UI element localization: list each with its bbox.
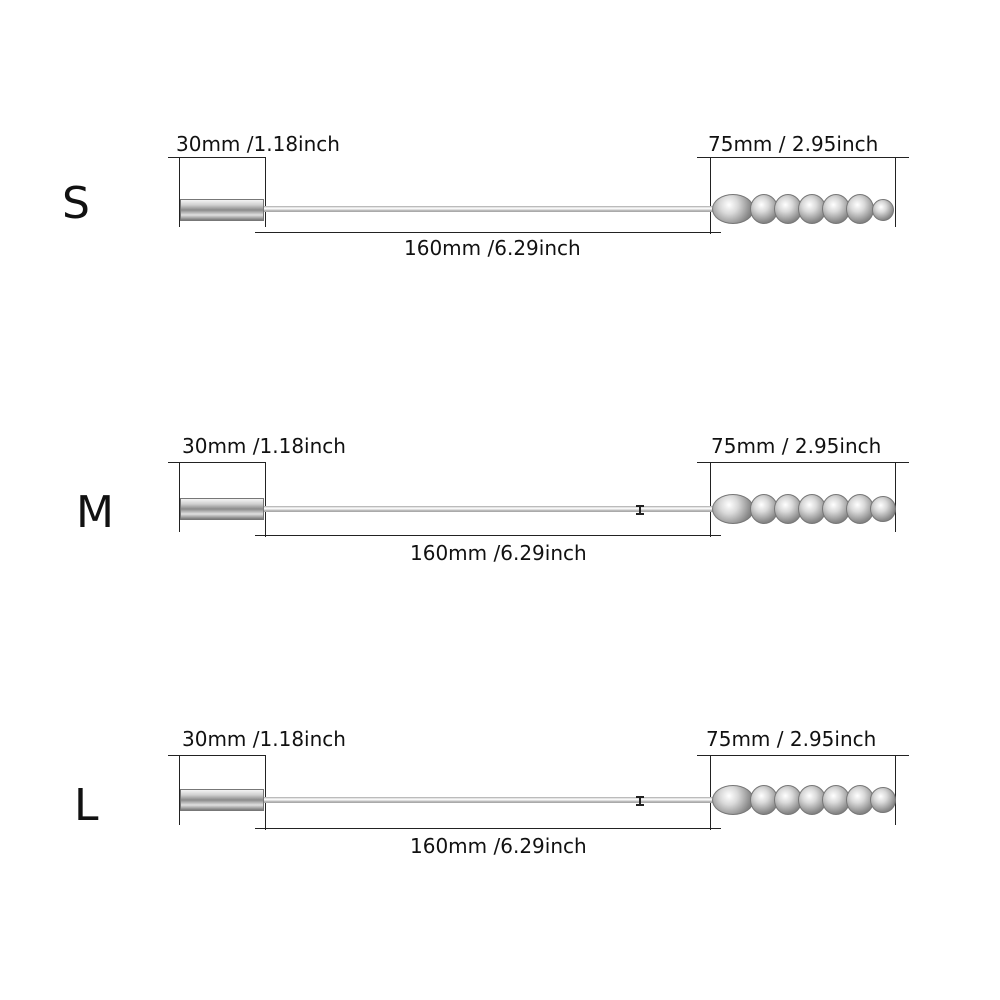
tip-bead — [872, 199, 894, 221]
handle — [180, 789, 264, 811]
tip-bead — [870, 496, 896, 522]
variant-s: S 30mm /1.18inch 75mm / 2.95inch 160mm /… — [0, 120, 1000, 280]
tip-bead — [846, 194, 874, 224]
handle-length-label: 30mm /1.18inch — [182, 727, 346, 751]
size-label: L — [74, 780, 99, 831]
tip-bead — [712, 194, 754, 224]
handle-dimension-top — [168, 755, 266, 756]
rod-length-label: 160mm /6.29inch — [410, 834, 587, 858]
tip-dimension-right — [895, 755, 896, 825]
rod-length-label: 160mm /6.29inch — [404, 236, 581, 260]
tip-dimension-left — [710, 462, 711, 537]
handle-length-label: 30mm /1.18inch — [176, 132, 340, 156]
tip-bead — [774, 194, 802, 224]
tip-bead — [822, 194, 850, 224]
handle — [180, 199, 264, 221]
tip-length-label: 75mm / 2.95inch — [711, 434, 882, 458]
tip-bead — [712, 494, 754, 524]
tip-dimension-left — [710, 157, 711, 234]
tip-dimension-right — [895, 462, 896, 532]
rod-length-label: 160mm /6.29inch — [410, 541, 587, 565]
tip-dimension-top — [697, 157, 909, 158]
tip-bead — [846, 494, 874, 524]
handle-dimension-right — [265, 157, 266, 227]
handle — [180, 498, 264, 520]
tip-bead — [750, 194, 778, 224]
tip-dimension-left — [710, 755, 711, 830]
handle-length-label: 30mm /1.18inch — [182, 434, 346, 458]
handle-dimension-left — [179, 157, 180, 227]
variant-l: L 30mm /1.18inch 75mm / 2.95inch 160mm /… — [0, 718, 1000, 878]
tip-bead — [774, 494, 802, 524]
length-marker — [636, 796, 644, 806]
tip-dimension-right — [895, 157, 896, 227]
tip-dimension-top — [697, 462, 909, 463]
rod-dimension-bottom — [255, 828, 721, 829]
rod-dimension-bottom — [255, 535, 721, 536]
variant-m: M 30mm /1.18inch 75mm / 2.95inch 160mm /… — [0, 425, 1000, 585]
tip-bead — [712, 785, 754, 815]
tip-bead — [798, 494, 826, 524]
tip-bead — [870, 787, 896, 813]
handle-dimension-top — [168, 462, 266, 463]
tip-length-label: 75mm / 2.95inch — [708, 132, 879, 156]
tip-bead — [822, 494, 850, 524]
rod-dimension-bottom — [255, 232, 721, 233]
rod — [264, 506, 716, 512]
tip-dimension-top — [697, 755, 909, 756]
handle-dimension-top — [168, 157, 266, 158]
handle-dimension-left — [179, 755, 180, 825]
handle-dimension-right — [265, 755, 266, 830]
tip-length-label: 75mm / 2.95inch — [706, 727, 877, 751]
rod — [264, 206, 716, 212]
length-marker — [636, 505, 644, 515]
size-label: M — [76, 487, 114, 538]
size-label: S — [62, 178, 90, 229]
rod — [264, 797, 716, 803]
handle-dimension-right — [265, 462, 266, 537]
handle-dimension-left — [179, 462, 180, 532]
